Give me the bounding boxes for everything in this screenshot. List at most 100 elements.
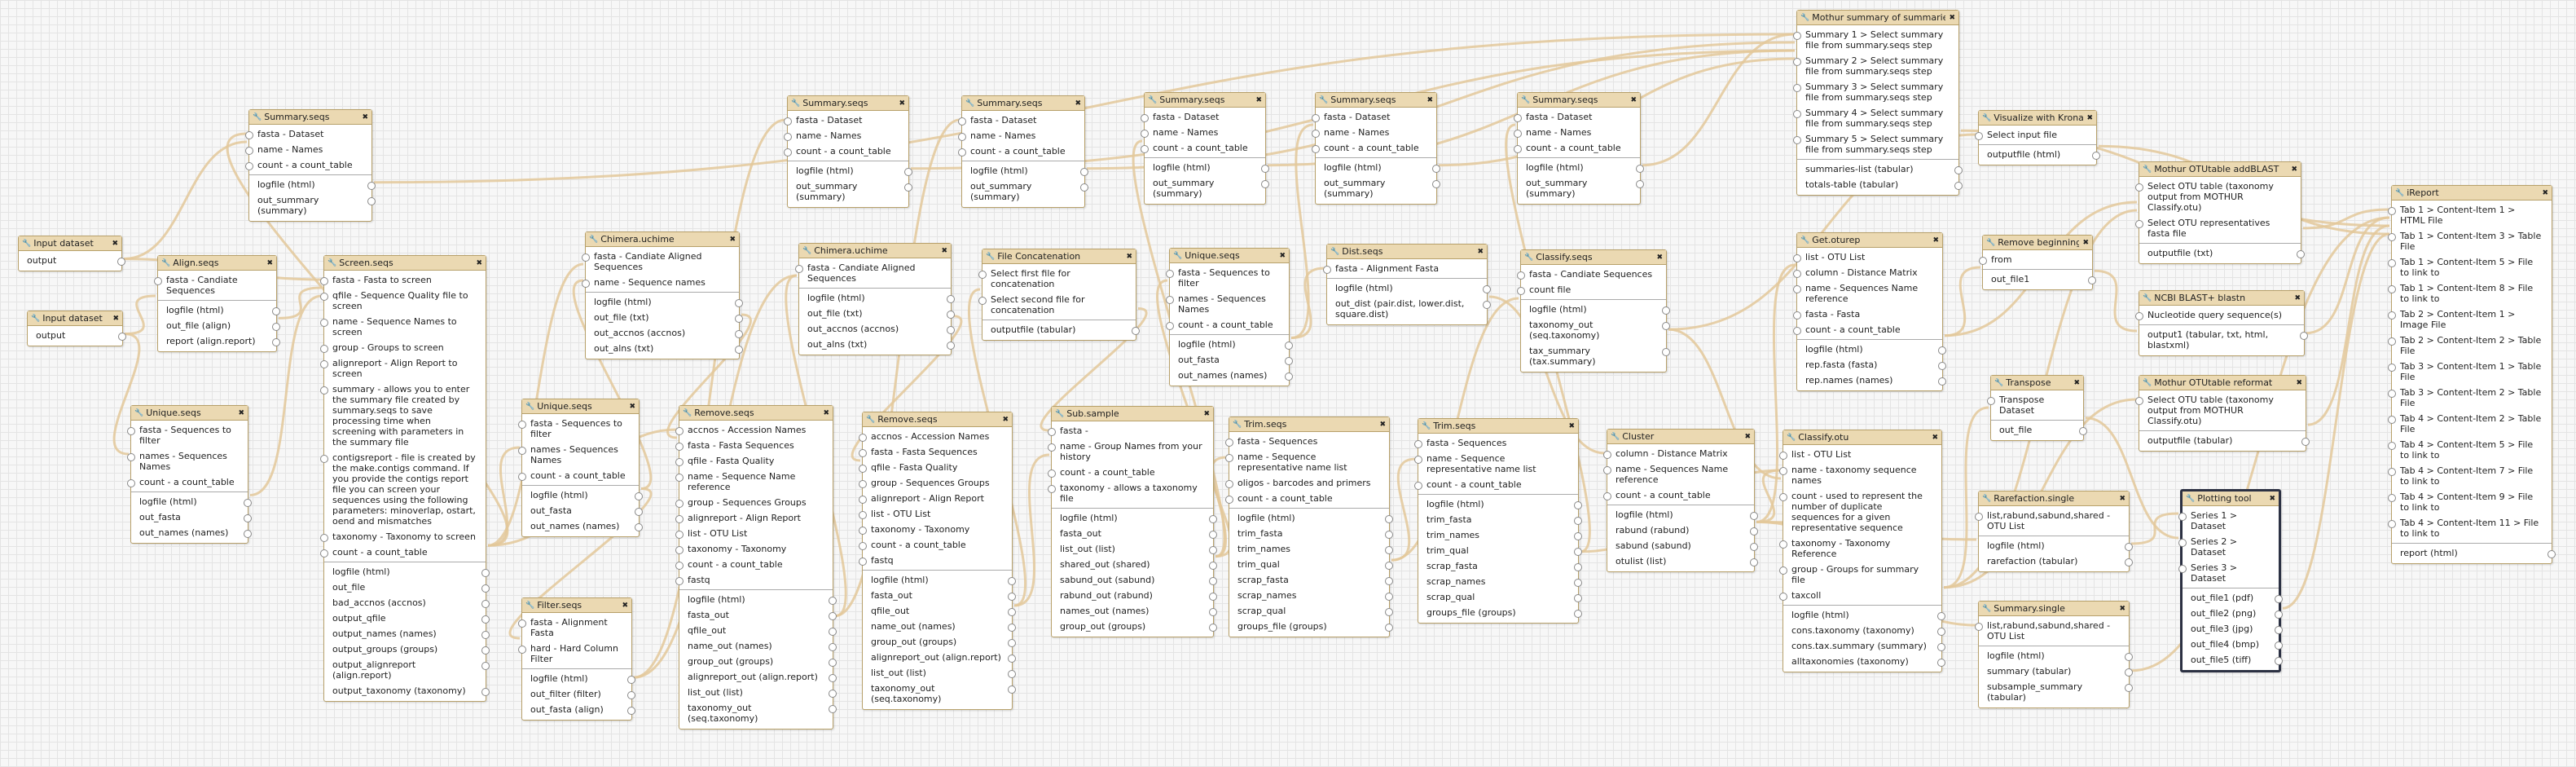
node-output[interactable]: fasta_out [1052, 526, 1217, 541]
node-output[interactable]: logfile (html) [1783, 607, 1945, 623]
node-input[interactable]: Summary 5 > Select summary file from sum… [1793, 131, 1958, 157]
node-input[interactable]: fasta - Candiate Aligned Sequences [582, 249, 739, 275]
node-input[interactable]: from [1979, 252, 2092, 267]
node-input[interactable]: name - Sequence Names to screen [320, 314, 486, 340]
node-output[interactable]: output_qfile [324, 611, 490, 626]
node-output[interactable]: qfile_out [679, 623, 837, 638]
close-icon[interactable]: ✖ [1932, 433, 1938, 442]
close-icon[interactable]: ✖ [1932, 236, 1939, 245]
node-header[interactable]: 🔧Chimera.uchime✖ [586, 232, 739, 247]
node-input[interactable]: Select OTU representatives fasta file [2135, 215, 2301, 241]
node-output[interactable]: report (align.report) [158, 333, 280, 349]
node-output[interactable]: scrap_qual [1229, 603, 1393, 619]
node-output[interactable]: logfile (html) [324, 564, 490, 580]
node-output[interactable]: list_out (list) [863, 665, 1016, 681]
close-icon[interactable]: ✖ [941, 246, 947, 255]
node-output[interactable]: scrap_names [1229, 588, 1393, 603]
node-input[interactable]: count - a count_table [784, 143, 908, 159]
node-output[interactable]: list_out (list) [1052, 541, 1217, 557]
close-icon[interactable]: ✖ [629, 402, 635, 411]
node-header[interactable]: 🔧Mothur summary of summaries✖ [1797, 11, 1958, 25]
node-output[interactable]: tax_summary (tax.summary) [1521, 343, 1670, 369]
node-input[interactable]: Transpose Dataset [1987, 392, 2083, 418]
node-input[interactable]: Select OTU table (taxonomy output from M… [2135, 392, 2306, 429]
node-input[interactable]: taxonomy - Taxonomy Reference [1779, 536, 1941, 562]
workflow-node-rare[interactable]: 🔧Rarefaction.single✖list,rabund,sabund,s… [1975, 491, 2133, 572]
workflow-node-ncbi[interactable]: 🔧NCBI BLAST+ blastn✖Nucleotide query seq… [2135, 290, 2308, 356]
node-output[interactable]: trim_fasta [1418, 512, 1582, 527]
node-header[interactable]: 🔧Trim.seqs✖ [1229, 417, 1389, 432]
node-output[interactable]: output_names (names) [324, 626, 490, 641]
node-output[interactable]: out_summary (summary) [788, 179, 912, 205]
node-header[interactable]: 🔧Remove.seqs✖ [863, 412, 1012, 427]
node-output[interactable]: taxonomy_out (seq.taxonomy) [1521, 317, 1670, 343]
node-output[interactable]: rabund (rabund) [1607, 522, 1758, 538]
node-output[interactable]: cons.taxonomy (taxonomy) [1783, 623, 1945, 638]
workflow-node-classify[interactable]: 🔧Classify.seqs✖fasta - Candiate Sequence… [1517, 249, 1670, 372]
node-output[interactable]: logfile (html) [1170, 337, 1293, 352]
node-output[interactable]: groups_file (groups) [1229, 619, 1393, 634]
close-icon[interactable]: ✖ [899, 99, 905, 108]
node-output[interactable]: outputfile (tabular) [982, 322, 1140, 337]
close-icon[interactable]: ✖ [362, 112, 368, 121]
node-input[interactable]: count - a count_table [320, 544, 486, 560]
node-input[interactable]: Tab 3 > Content-Item 1 > Table File [2388, 359, 2552, 385]
node-header[interactable]: 🔧Classify.otu✖ [1783, 430, 1941, 445]
node-header[interactable]: 🔧Unique.seqs✖ [131, 406, 248, 421]
close-icon[interactable]: ✖ [823, 408, 829, 417]
node-output[interactable]: rep.names (names) [1797, 372, 1946, 388]
workflow-node-chim1[interactable]: 🔧Chimera.uchime✖ fasta - Candiate Aligned… [582, 231, 743, 359]
node-input[interactable]: qfile - Fasta Quality [675, 453, 833, 469]
node-output[interactable]: rarefaction (tabular) [1979, 553, 2133, 569]
node-output[interactable]: alignreport_out (align.report) [679, 669, 837, 685]
node-input[interactable]: name - Sequence representative name list [1414, 451, 1578, 477]
node-input[interactable]: name - taxonomy sequence names [1779, 462, 1941, 488]
close-icon[interactable]: ✖ [1656, 253, 1663, 262]
node-header[interactable]: 🔧Align.seqs✖ [158, 256, 276, 271]
node-output[interactable]: logfile (html) [1979, 538, 2133, 553]
node-output[interactable]: logfile (html) [788, 163, 912, 179]
node-input[interactable]: fasta - Sequences to filter [127, 422, 248, 448]
node-output[interactable]: groups_file (groups) [1418, 605, 1582, 620]
node-input[interactable]: count - a count_table [1225, 491, 1389, 506]
node-output[interactable]: qfile_out [863, 603, 1016, 619]
node-output[interactable]: cons.tax.summary (summary) [1783, 638, 1945, 654]
node-output[interactable]: out_accnos (accnos) [586, 325, 743, 341]
node-output[interactable]: logfile (html) [1518, 160, 1644, 175]
node-output[interactable]: logfile (html) [131, 494, 252, 509]
node-input[interactable]: Summary 3 > Select summary file from sum… [1793, 79, 1958, 105]
node-header[interactable]: 🔧Mothur OTUtable addBLAST✖ [2139, 162, 2301, 177]
node-output[interactable]: out_summary (summary) [249, 192, 376, 218]
node-input[interactable]: fasta - Sequences [1225, 434, 1389, 449]
node-input[interactable]: alignreport - Align Report to screen [320, 355, 486, 381]
node-output[interactable]: out_file [324, 580, 490, 595]
node-header[interactable]: 🔧NCBI BLAST+ blastn✖ [2139, 291, 2304, 306]
node-output[interactable]: logfile (html) [863, 572, 1016, 588]
node-output[interactable]: out_fasta [522, 503, 643, 518]
close-icon[interactable]: ✖ [2082, 238, 2089, 247]
node-output[interactable]: group_out (groups) [1052, 619, 1217, 634]
node-input[interactable]: count - a count_table [1603, 487, 1754, 503]
node-input[interactable]: hard - Hard Column Filter [518, 641, 631, 667]
node-input[interactable]: count - a count_table [1793, 322, 1942, 337]
node-output[interactable]: out_accnos (accnos) [799, 321, 955, 337]
node-header[interactable]: 🔧Dist.seqs✖ [1327, 245, 1487, 259]
node-input[interactable]: fasta - Candiate Sequences [154, 272, 276, 298]
workflow-node-otublast[interactable]: 🔧Mothur OTUtable addBLAST✖Select OTU tab… [2135, 161, 2305, 264]
node-header[interactable]: 🔧Input dataset✖ [19, 236, 121, 251]
node-output[interactable]: out_file5 (tiff) [2183, 652, 2283, 668]
node-output[interactable]: summaries-list (tabular) [1797, 161, 1963, 177]
node-output[interactable]: logfile (html) [1521, 302, 1670, 317]
close-icon[interactable]: ✖ [729, 235, 736, 244]
node-input[interactable]: fasta - [1048, 423, 1213, 439]
node-output[interactable]: report (html) [2392, 545, 2556, 561]
node-output[interactable]: outputfile (html) [1979, 147, 2100, 162]
